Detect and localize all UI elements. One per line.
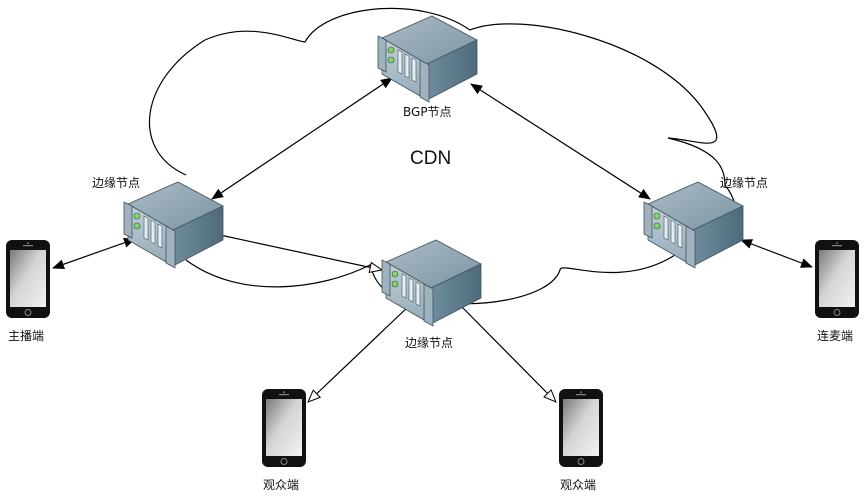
co-host-phone-icon [814, 239, 860, 319]
broadcaster-phone-icon [5, 239, 51, 319]
viewer-1-label: 观众端 [263, 478, 300, 492]
edge-left-server-icon [123, 181, 224, 269]
edge-right-node-label: 边缘节点 [720, 176, 769, 190]
bgp-edge-right-link [470, 83, 651, 200]
bgp-node-label: BGP节点 [403, 105, 452, 119]
edge-right-server-icon [643, 181, 744, 269]
edge-center-server-icon [381, 239, 482, 327]
viewer-2-label: 观众端 [560, 478, 597, 492]
bgp-server-icon [377, 15, 478, 103]
viewer-1-phone-icon [261, 388, 307, 468]
broadcaster-edge-left-link [52, 237, 136, 270]
viewer-2-phone-icon [558, 388, 604, 468]
cdn-title: CDN [410, 148, 452, 169]
edge-left-bgp-link [211, 77, 393, 200]
broadcaster-label: 主播端 [8, 329, 45, 343]
co-host-label: 连麦端 [817, 329, 854, 343]
edge-left-node-label: 边缘节点 [92, 176, 141, 190]
edge-center-viewer-2-link [459, 304, 556, 402]
edge-center-viewer-1-link [308, 304, 411, 402]
edge-center-node-label: 边缘节点 [405, 336, 454, 350]
edge-right-co-host-link [740, 239, 813, 268]
edge-left-edge-center-link [219, 234, 382, 270]
